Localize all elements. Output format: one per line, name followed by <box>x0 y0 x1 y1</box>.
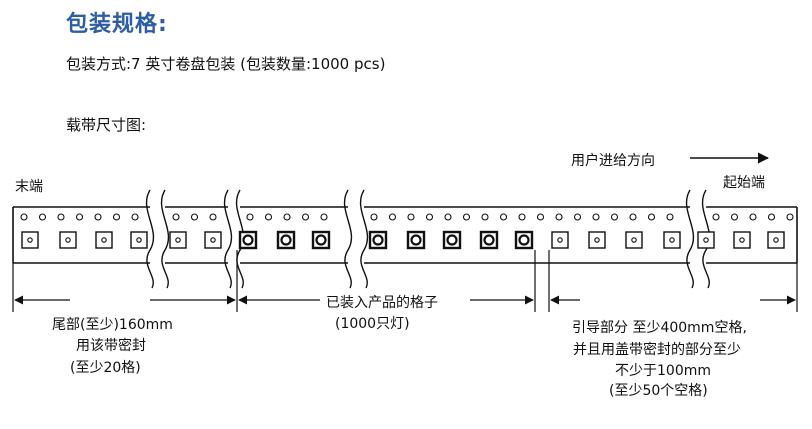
sprocket-hole <box>264 213 273 221</box>
filled-pocket <box>238 230 258 250</box>
empty-pocket <box>767 231 785 249</box>
filled-pocket <box>368 230 388 250</box>
tail-text-3: (至少20格) <box>70 360 141 376</box>
filled-pocket <box>311 230 331 250</box>
pockets <box>21 230 785 250</box>
sprocket-hole <box>320 213 328 221</box>
empty-pocket <box>588 231 606 249</box>
sprocket-hole <box>301 213 310 221</box>
sprocket-hole <box>462 213 471 221</box>
sprocket-hole <box>481 213 489 221</box>
empty-pocket <box>21 231 39 249</box>
filled-pocket <box>406 230 426 250</box>
left-end-label: 末端 <box>15 179 43 195</box>
sprocket-holes <box>20 213 794 221</box>
sprocket-hole <box>786 213 794 221</box>
empty-pocket <box>130 231 148 249</box>
sprocket-hole <box>647 213 656 221</box>
sprocket-hole <box>573 213 582 221</box>
leader-text-3: 不少于100mm <box>615 363 711 379</box>
page-title: 包装规格: <box>66 12 168 37</box>
sprocket-hole <box>38 213 47 221</box>
filled-pocket <box>514 230 534 250</box>
leader-text-4: (至少50个空格) <box>609 383 708 399</box>
empty-pocket <box>663 231 681 249</box>
right-end-label: 起始端 <box>723 175 765 191</box>
sprocket-hole <box>209 213 217 221</box>
leader-text-2: 并且用盖带密封的部分至少 <box>573 342 741 358</box>
packaging-method-text: 包装方式:7 英寸卷盘包装 (包装数量:1000 pcs) <box>66 55 386 73</box>
filled-pockets-text-1: 已装入产品的格子 <box>326 295 438 311</box>
sprocket-hole <box>20 213 28 221</box>
empty-pocket <box>733 231 751 249</box>
sprocket-hole <box>425 213 434 221</box>
sprocket-hole <box>592 213 600 221</box>
empty-pocket <box>625 231 643 249</box>
sprocket-hole <box>749 213 757 221</box>
empty-pocket <box>204 231 222 249</box>
sprocket-hole <box>112 213 121 221</box>
empty-pocket <box>59 231 77 249</box>
leader-text-1: 引导部分 至少400mm空格, <box>572 320 747 336</box>
sprocket-hole <box>712 213 720 221</box>
extension-lines <box>12 250 798 312</box>
sprocket-hole <box>518 213 526 221</box>
filled-pocket <box>479 230 499 250</box>
sprocket-hole <box>407 213 415 221</box>
sprocket-hole <box>94 213 102 221</box>
sprocket-hole <box>283 213 291 221</box>
sprocket-hole <box>499 213 508 221</box>
tape-outline <box>12 206 798 264</box>
sprocket-hole <box>75 213 84 221</box>
filled-pockets-text-2: (1000只灯) <box>335 316 410 332</box>
sprocket-hole <box>370 213 378 221</box>
filled-pocket <box>442 230 462 250</box>
sprocket-hole <box>388 213 397 221</box>
empty-pocket <box>169 231 187 249</box>
sprocket-hole <box>246 213 254 221</box>
empty-pocket <box>697 231 715 249</box>
sprocket-hole <box>172 213 180 221</box>
sprocket-hole <box>610 213 619 221</box>
filled-pocket <box>276 230 296 250</box>
empty-pocket <box>95 231 113 249</box>
sprocket-hole <box>131 213 139 221</box>
sprocket-hole <box>666 213 674 221</box>
sprocket-hole <box>444 213 452 221</box>
carrier-tape-diagram-label: 载带尺寸图: <box>66 116 147 134</box>
sprocket-hole <box>57 213 65 221</box>
sprocket-hole <box>767 213 776 221</box>
sprocket-hole <box>190 213 199 221</box>
feed-direction-label: 用户进给方向 <box>571 153 655 169</box>
sprocket-hole <box>629 213 637 221</box>
empty-pocket <box>551 231 569 249</box>
sprocket-hole <box>536 213 545 221</box>
tail-text-1: 尾部(至少)160mm <box>52 317 173 333</box>
sprocket-hole <box>555 213 563 221</box>
sprocket-hole <box>730 213 739 221</box>
tail-text-2: 用该带密封 <box>76 338 146 354</box>
break-lines <box>145 189 711 289</box>
